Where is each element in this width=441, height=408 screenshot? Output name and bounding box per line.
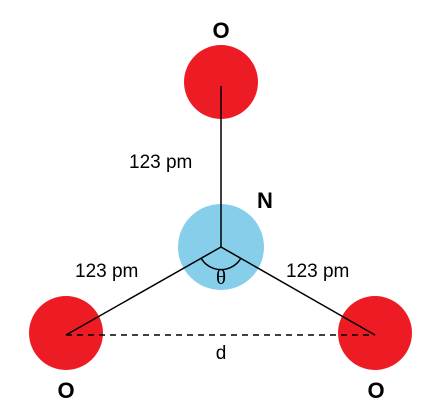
bond-right-label: 123 pm (286, 261, 349, 282)
oxygen-left-label: O (57, 378, 74, 403)
oxygen-atom-top (184, 45, 258, 119)
oxygen-atom-left (29, 296, 103, 370)
oxygen-atom-right (338, 296, 412, 370)
oxygen-right-label: O (367, 378, 384, 403)
angle-arc (200, 257, 242, 271)
nitrogen-label: N (257, 188, 273, 213)
bond-left (65, 246, 222, 336)
bond-right (220, 246, 376, 336)
bond-left-label: 123 pm (75, 261, 138, 282)
bond-top-label: 123 pm (129, 152, 192, 173)
distance-label: d (216, 343, 227, 364)
angle-label: θ (216, 265, 226, 289)
oxygen-top-label: O (212, 18, 229, 43)
